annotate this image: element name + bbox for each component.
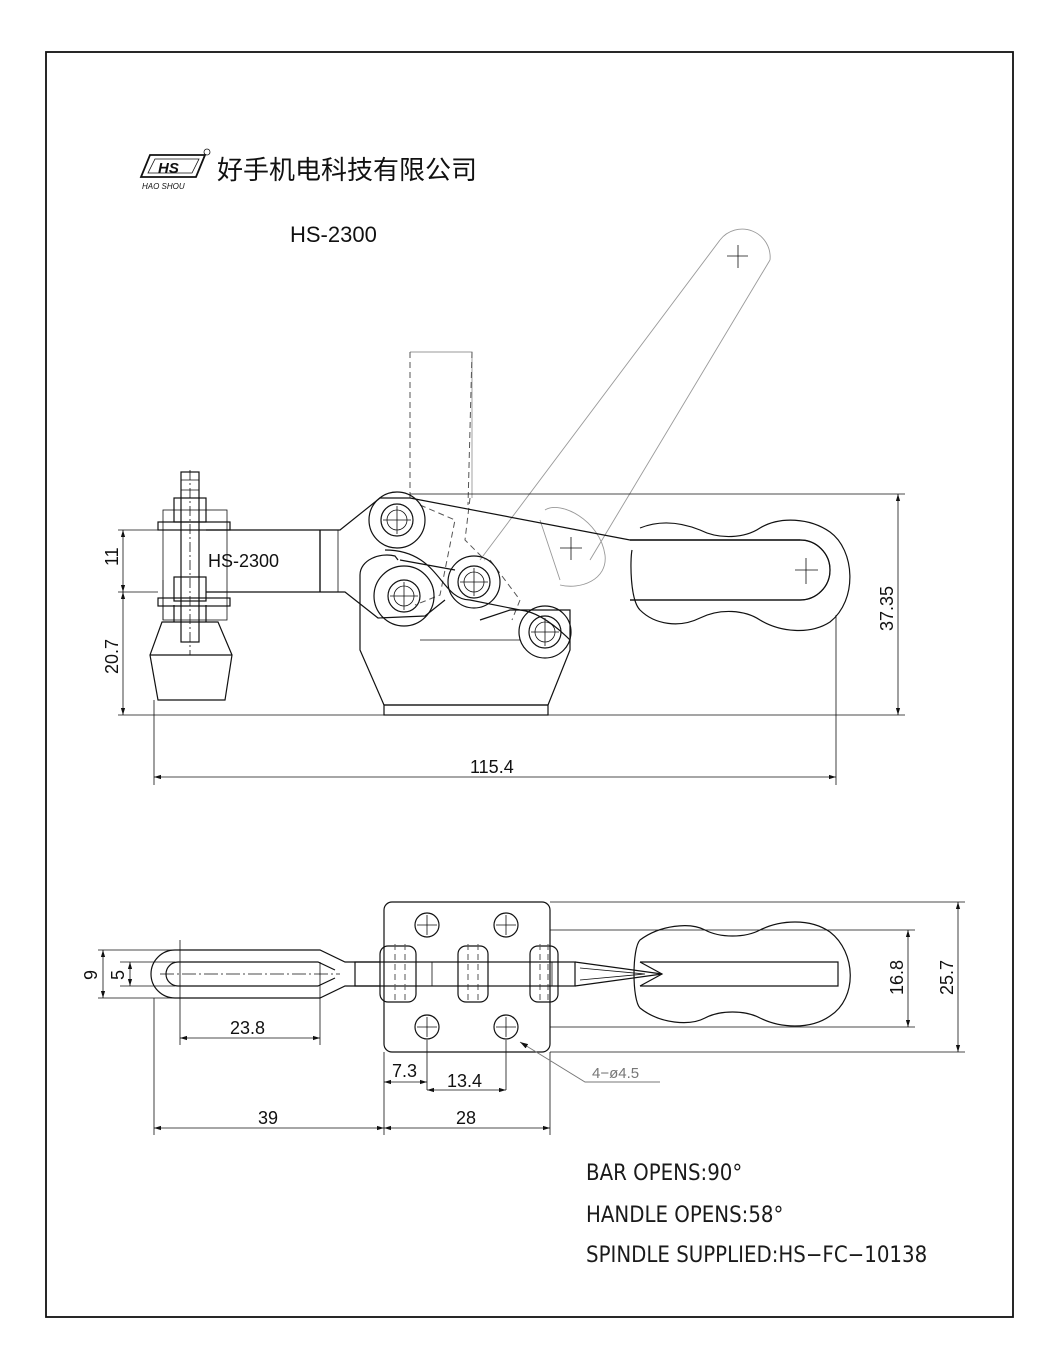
logo-text: HS bbox=[158, 160, 179, 177]
dim-overall-height: 37.35 bbox=[877, 586, 897, 631]
dim-spindle-height: 20.7 bbox=[102, 639, 122, 674]
dim-base-width: 25.7 bbox=[937, 960, 957, 995]
open-position-ghost bbox=[409, 228, 771, 621]
dim-base-offset: 7.3 bbox=[392, 1061, 417, 1081]
dim-bar-width-inner: 5 bbox=[108, 970, 128, 980]
handle bbox=[630, 519, 851, 632]
dim-bar-width-outer: 9 bbox=[81, 970, 101, 980]
note-bar-opens: BAR OPENS:90° bbox=[586, 1161, 742, 1186]
side-dimensions: 11 20.7 37.35 115.4 bbox=[102, 493, 905, 785]
dim-bar-length: 39 bbox=[258, 1108, 278, 1128]
body-label: HS-2300 bbox=[208, 551, 279, 571]
note-spindle-supplied: SPINDLE SUPPLIED:HS−FC−10138 bbox=[586, 1243, 927, 1268]
hole-callout: 4−ø4.5 bbox=[592, 1065, 639, 1082]
mounting-holes bbox=[414, 912, 519, 1040]
note-handle-opens: HANDLE OPENS:58° bbox=[586, 1203, 783, 1228]
dim-hole-spacing: 13.4 bbox=[447, 1071, 482, 1091]
linkage bbox=[384, 549, 571, 641]
pivot-pins bbox=[368, 491, 572, 659]
spindle bbox=[157, 470, 231, 655]
company-name: 好手机电科技有限公司 bbox=[217, 156, 477, 186]
top-dimensions: 9 5 23.8 7.3 13.4 39 28 16.8 25.7 4−ø4.5 bbox=[81, 901, 965, 1135]
dim-overall-length: 115.4 bbox=[470, 757, 514, 777]
sheet-border bbox=[45, 51, 1014, 1318]
spec-notes: BAR OPENS:90° HANDLE OPENS:58° SPINDLE S… bbox=[586, 1161, 927, 1268]
logo-subtitle: HAO SHOU bbox=[142, 182, 185, 191]
side-view: HS-2300 bbox=[102, 228, 905, 785]
spindle-rubber-tip bbox=[149, 605, 233, 701]
top-view: 9 5 23.8 7.3 13.4 39 28 16.8 25.7 4−ø4.5 bbox=[81, 901, 965, 1135]
page-title: HS-2300 bbox=[290, 222, 377, 247]
base-plate bbox=[383, 901, 551, 1053]
company-logo: HS HAO SHOU bbox=[139, 148, 211, 191]
dim-base-length: 28 bbox=[456, 1108, 476, 1128]
dim-handle-width: 16.8 bbox=[887, 960, 907, 995]
dim-spindle-gap: 11 bbox=[102, 547, 122, 566]
dim-bar-slot-length: 23.8 bbox=[230, 1018, 265, 1038]
